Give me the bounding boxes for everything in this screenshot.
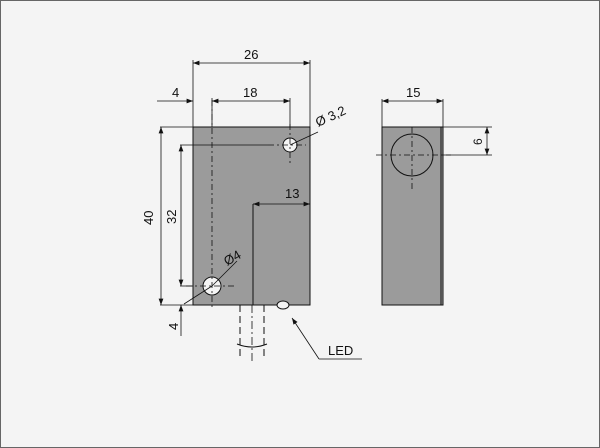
label-total-width: 26 bbox=[244, 47, 258, 62]
label-bottom-offset: 4 bbox=[166, 323, 181, 330]
label-side-width: 15 bbox=[406, 85, 420, 100]
label-height-total: 40 bbox=[141, 211, 156, 225]
label-cable-offset: 13 bbox=[285, 186, 299, 201]
label-led: LED bbox=[328, 343, 353, 358]
label-hole-spacing: 18 bbox=[243, 85, 257, 100]
label-left-offset: 4 bbox=[172, 85, 179, 100]
front-sensor-body bbox=[192, 126, 311, 306]
label-height-holes: 32 bbox=[164, 210, 179, 224]
lower-hole-leader-upper bbox=[211, 260, 238, 287]
label-upper-hole-diameter: Ø 3,2 bbox=[313, 103, 348, 130]
led-indicator bbox=[276, 300, 290, 310]
label-side-offset: 6 bbox=[471, 138, 485, 145]
upper-hole-leader bbox=[289, 131, 319, 146]
cable-break-mark bbox=[236, 343, 268, 348]
led-leader-line bbox=[291, 317, 320, 360]
lower-hole-leader-lower bbox=[183, 285, 213, 305]
